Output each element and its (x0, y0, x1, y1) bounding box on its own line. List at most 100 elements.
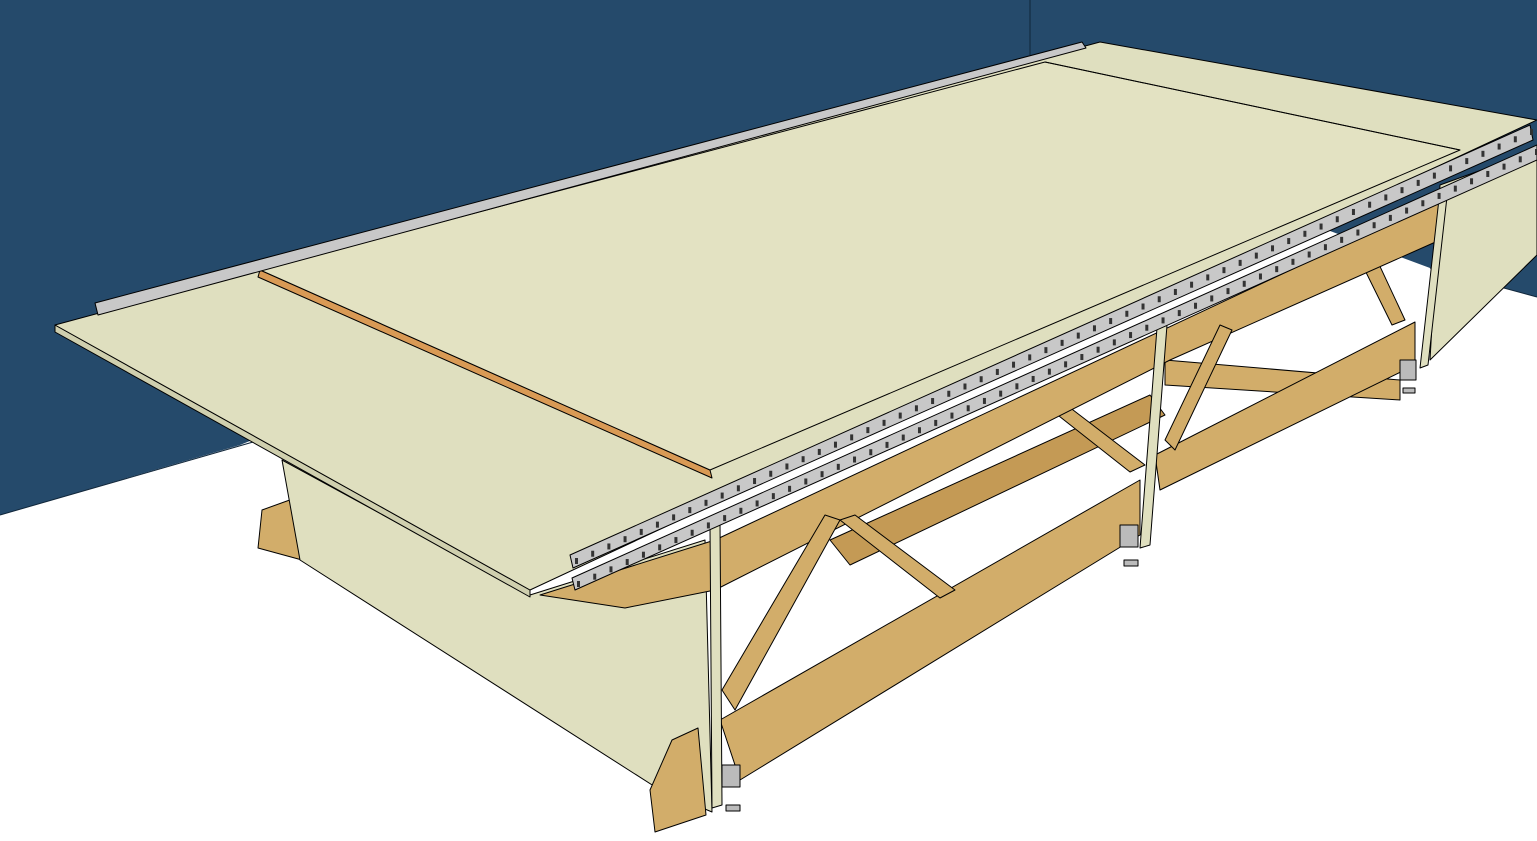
rail-slot (1190, 281, 1194, 288)
rail-slot (1340, 236, 1344, 243)
rail-slot (723, 515, 727, 522)
rail-slot (934, 419, 938, 426)
rail-slot (1047, 368, 1051, 375)
rail-slot (1096, 346, 1100, 353)
rail-slot (1141, 303, 1145, 310)
rail-slot (1238, 259, 1242, 266)
front-lower-beam (719, 479, 1141, 781)
rail-slot (885, 441, 889, 448)
rail-slot (1044, 347, 1048, 354)
rail-slot (1210, 295, 1214, 302)
front-brace-3 (1164, 324, 1233, 451)
rail-slot (672, 514, 676, 521)
rail-slot (607, 543, 611, 550)
rail-slot (1129, 332, 1133, 339)
rail-slot (674, 537, 678, 544)
rail-slot (850, 434, 854, 441)
rail-slot (820, 471, 824, 478)
rail-slot (1486, 170, 1490, 177)
rail-slot (639, 528, 643, 535)
rail-slot (947, 390, 951, 397)
leveling-foot-icon (721, 359, 1417, 812)
rail-slot (1173, 288, 1177, 295)
rail-slot (1226, 288, 1230, 295)
rail-slots (575, 129, 1537, 587)
rail-slot (914, 405, 918, 412)
rail-slot (658, 544, 662, 551)
rail-slot (1372, 222, 1376, 229)
rail-slot (1258, 273, 1262, 280)
rail-slot (736, 485, 740, 492)
rail-slot (1012, 361, 1016, 368)
rail-slot (1028, 354, 1032, 361)
rail-slot (1356, 229, 1360, 236)
rail-slot (1416, 179, 1420, 186)
rail-slot (917, 427, 921, 434)
rail-slot (704, 499, 708, 506)
rail-slot (753, 478, 757, 485)
rail-slot (1319, 223, 1323, 230)
rail-slot (1222, 267, 1226, 274)
rail-slot (1287, 238, 1291, 245)
rail-slot (1125, 310, 1129, 317)
front-upper-beam (539, 199, 1441, 609)
rail-slot (609, 566, 613, 573)
rail-slot (1497, 143, 1501, 150)
rail-slot (591, 550, 595, 557)
rail-slot (1502, 163, 1506, 170)
rail-slot (999, 390, 1003, 397)
rail-slot (1335, 216, 1339, 223)
back-rail (94, 41, 1087, 316)
rail-slot (950, 412, 954, 419)
rail-slot (623, 536, 627, 543)
rail-slot (1031, 375, 1035, 382)
rail-slot (1518, 156, 1522, 163)
rail-slot (769, 470, 773, 477)
rail-slot (690, 529, 694, 536)
rail-slot (1368, 201, 1372, 208)
rail-slot (1112, 339, 1116, 346)
rail-slot (898, 412, 902, 419)
rail-slot (931, 398, 935, 405)
rail-slot (788, 485, 792, 492)
rail-slot (836, 463, 840, 470)
rail-slot (688, 507, 692, 514)
rail-slot (1064, 361, 1068, 368)
rail-slot (1109, 318, 1113, 325)
rail-slot (804, 478, 808, 485)
rail-slot (1351, 208, 1355, 215)
front-rail-1 (569, 124, 1534, 569)
rail-slot (1530, 129, 1533, 135)
rail-slot (1291, 258, 1295, 265)
rail-slot (593, 573, 597, 580)
rail-slot (1388, 214, 1392, 221)
inner-panel-seam (1044, 61, 1461, 151)
front-post (709, 521, 723, 809)
rail-slot (1275, 266, 1279, 273)
rail-slot (577, 581, 580, 587)
rail-slot (1535, 149, 1537, 155)
rail-slot (1437, 192, 1441, 199)
rail-slot (755, 500, 759, 507)
rail-slot (901, 434, 905, 441)
floor-line (0, 439, 261, 516)
rail-slot (1465, 158, 1469, 165)
front-rail-2 (571, 144, 1537, 591)
rail-slot (1177, 310, 1181, 317)
rail-slot (1157, 296, 1161, 303)
rail-slot (1242, 280, 1246, 287)
rail-slot (1421, 200, 1425, 207)
front-brace-right (839, 514, 956, 599)
rail-slot (866, 427, 870, 434)
rail-slot (739, 507, 743, 514)
rail-slot (1092, 325, 1096, 332)
rail-slot (1432, 172, 1436, 179)
rail-slot (869, 449, 873, 456)
rail-slot (771, 493, 775, 500)
rail-slot (853, 456, 857, 463)
rail-slot (1015, 383, 1019, 390)
rail-slot (785, 463, 789, 470)
rail-slot (1080, 354, 1084, 361)
rail-slot (801, 456, 805, 463)
rail-slot (1449, 165, 1453, 172)
